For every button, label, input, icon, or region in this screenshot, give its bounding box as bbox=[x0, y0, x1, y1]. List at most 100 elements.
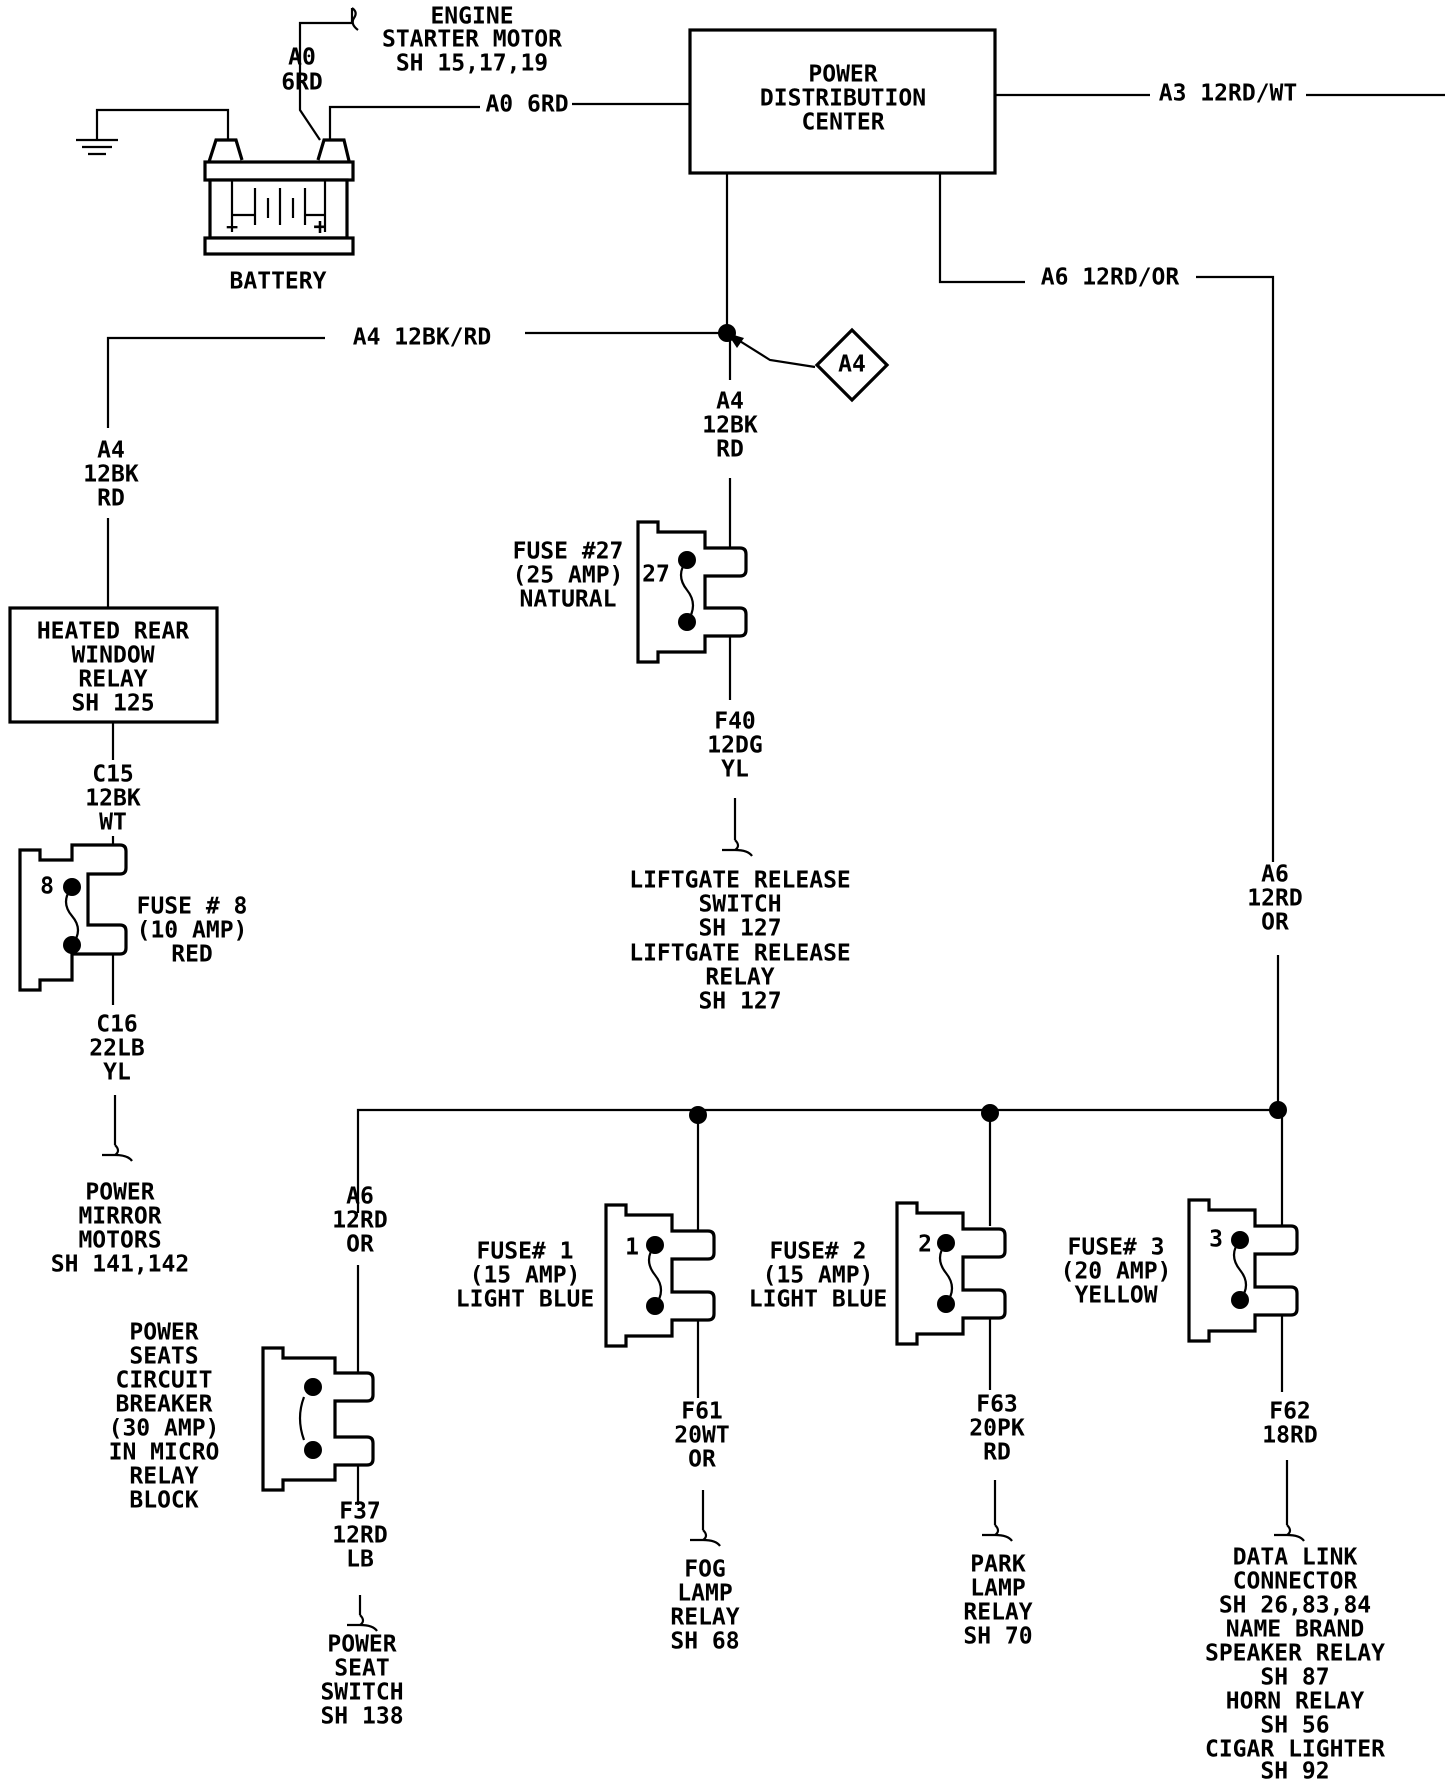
datalink-break-icon bbox=[1274, 1524, 1305, 1542]
pdc-label: POWER DISTRIBUTION CENTER bbox=[760, 62, 926, 136]
park-lamp-relay-label: PARK LAMP RELAY SH 70 bbox=[963, 1552, 1032, 1650]
ground-icon bbox=[76, 138, 118, 156]
svg-text:SH 56: SH 56 bbox=[1260, 1713, 1329, 1739]
svg-text:WT: WT bbox=[99, 810, 127, 836]
svg-text:BREAKER: BREAKER bbox=[116, 1392, 213, 1418]
svg-text:STARTER MOTOR: STARTER MOTOR bbox=[382, 27, 562, 53]
svg-text:HEATED REAR: HEATED REAR bbox=[37, 619, 189, 645]
svg-text:FOG: FOG bbox=[684, 1557, 726, 1583]
svg-text:RD: RD bbox=[97, 486, 125, 512]
svg-text:RELAY: RELAY bbox=[78, 667, 147, 693]
wire-label-f40: F40 12DG YL bbox=[707, 709, 762, 783]
heated-relay-label: HEATED REAR WINDOW RELAY SH 125 bbox=[37, 619, 189, 717]
fuse-2-number: 2 bbox=[918, 1232, 932, 1258]
wire-label-f63: F63 20PK RD bbox=[969, 1392, 1025, 1466]
svg-text:SH 87: SH 87 bbox=[1260, 1665, 1329, 1691]
svg-text:SH 141,142: SH 141,142 bbox=[51, 1252, 189, 1278]
svg-text:POWER: POWER bbox=[129, 1320, 198, 1346]
battery-icon bbox=[203, 138, 355, 256]
wire-label-a4-vertical-left: A4 12BK RD bbox=[83, 438, 139, 512]
svg-text:FUSE# 1: FUSE# 1 bbox=[477, 1239, 574, 1265]
svg-text:YL: YL bbox=[103, 1060, 131, 1086]
svg-text:6RD: 6RD bbox=[281, 70, 323, 96]
wire-label-a6-vertical-right: A6 12RD OR bbox=[1247, 862, 1302, 936]
svg-text:C16: C16 bbox=[96, 1012, 138, 1038]
wire-a4-left-2 bbox=[106, 336, 325, 428]
svg-text:SEAT: SEAT bbox=[334, 1656, 389, 1682]
power-mirror-motors-label: POWER MIRROR MOTORS SH 141,142 bbox=[51, 1180, 189, 1278]
wire-label-a3: A3 12RD/WT bbox=[1159, 81, 1297, 107]
wire-to-starter bbox=[298, 8, 354, 141]
circuit-breaker-icon bbox=[261, 1346, 375, 1492]
svg-text:RELAY: RELAY bbox=[670, 1605, 739, 1631]
svg-text:SH 127: SH 127 bbox=[698, 989, 781, 1015]
svg-text:SPEAKER RELAY: SPEAKER RELAY bbox=[1205, 1641, 1385, 1667]
wires bbox=[76, 7, 1445, 1632]
wire-label-f62: F62 18RD bbox=[1262, 1399, 1317, 1449]
svg-text:12DG: 12DG bbox=[707, 733, 762, 759]
svg-text:F62: F62 bbox=[1269, 1399, 1311, 1425]
svg-text:F61: F61 bbox=[681, 1399, 723, 1425]
wire-a6-top bbox=[938, 170, 1025, 284]
svg-text:SH 15,17,19: SH 15,17,19 bbox=[396, 51, 548, 77]
fuse-1-label: FUSE# 1 (15 AMP) LIGHT BLUE bbox=[456, 1239, 594, 1313]
seat-break-icon bbox=[347, 1614, 378, 1632]
power-seats-circuit-breaker-label: POWER SEATS CIRCUIT BREAKER (30 AMP) IN … bbox=[109, 1320, 220, 1514]
starter-motor-label: ENGINE STARTER MOTOR SH 15,17,19 bbox=[382, 4, 562, 77]
fuse-3-label: FUSE# 3 (20 AMP) YELLOW bbox=[1061, 1235, 1172, 1309]
liftgate-break-icon bbox=[722, 839, 753, 857]
svg-text:YL: YL bbox=[721, 757, 749, 783]
power-distribution-center bbox=[688, 28, 997, 175]
wire-label-a6-vertical-left: A6 12RD OR bbox=[332, 1184, 387, 1258]
splice-a4-diamond: A4 bbox=[814, 327, 890, 403]
fuse-1-icon bbox=[604, 1203, 716, 1348]
svg-text:20WT: 20WT bbox=[674, 1423, 729, 1449]
data-link-connector-label: DATA LINK CONNECTOR SH 26,83,84 NAME BRA… bbox=[1205, 1545, 1385, 1782]
svg-text:12BK: 12BK bbox=[702, 413, 758, 439]
wire-label-a0-inline: A0 6RD bbox=[485, 92, 568, 118]
svg-text:(15 AMP): (15 AMP) bbox=[763, 1263, 874, 1289]
svg-text:(20 AMP): (20 AMP) bbox=[1061, 1259, 1172, 1285]
starter-break-icon bbox=[351, 7, 359, 31]
svg-text:IN MICRO: IN MICRO bbox=[109, 1440, 220, 1466]
svg-text:LB: LB bbox=[346, 1547, 374, 1573]
svg-text:SH 127: SH 127 bbox=[698, 916, 781, 942]
svg-text:DISTRIBUTION: DISTRIBUTION bbox=[760, 86, 926, 112]
svg-text:A6: A6 bbox=[1261, 862, 1289, 888]
park-break-icon bbox=[982, 1524, 1013, 1542]
svg-text:MIRROR: MIRROR bbox=[78, 1204, 161, 1230]
wire-label-c15: C15 12BK WT bbox=[85, 762, 141, 836]
svg-text:LIFTGATE RELEASE: LIFTGATE RELEASE bbox=[629, 868, 851, 894]
svg-text:22LB: 22LB bbox=[89, 1036, 145, 1062]
svg-text:LAMP: LAMP bbox=[677, 1581, 732, 1607]
svg-text:LIGHT BLUE: LIGHT BLUE bbox=[456, 1287, 594, 1313]
fuse-8-number: 8 bbox=[40, 874, 54, 900]
svg-text:CIGAR LIGHTER: CIGAR LIGHTER bbox=[1205, 1737, 1385, 1763]
svg-text:DATA LINK: DATA LINK bbox=[1233, 1545, 1358, 1571]
svg-text:SH 68: SH 68 bbox=[670, 1629, 739, 1655]
svg-text:12RD: 12RD bbox=[332, 1523, 387, 1549]
svg-text:LAMP: LAMP bbox=[970, 1576, 1025, 1602]
svg-text:SH 70: SH 70 bbox=[963, 1624, 1032, 1650]
wire-label-a4-vertical-center: A4 12BK RD bbox=[702, 389, 758, 463]
svg-text:CENTER: CENTER bbox=[801, 110, 884, 136]
svg-text:CIRCUIT: CIRCUIT bbox=[116, 1368, 213, 1394]
battery-plus: + bbox=[313, 215, 326, 240]
wire-label-a0-vertical: A0 6RD bbox=[281, 45, 323, 96]
svg-text:F40: F40 bbox=[714, 709, 756, 735]
svg-text:SH 138: SH 138 bbox=[320, 1704, 403, 1730]
svg-text:F37: F37 bbox=[339, 1499, 381, 1525]
fog-break-icon bbox=[690, 1529, 721, 1547]
svg-text:20PK: 20PK bbox=[969, 1416, 1025, 1442]
svg-text:BLOCK: BLOCK bbox=[129, 1488, 198, 1514]
power-seat-switch-label: POWER SEAT SWITCH SH 138 bbox=[320, 1632, 403, 1730]
ground-wire bbox=[95, 108, 230, 145]
svg-text:FUSE #27: FUSE #27 bbox=[513, 539, 624, 565]
fuse-27-number: 27 bbox=[642, 562, 670, 588]
liftgate-release-label: LIFTGATE RELEASE SWITCH SH 127 LIFTGATE … bbox=[629, 868, 851, 1015]
svg-text:LIGHT BLUE: LIGHT BLUE bbox=[749, 1287, 887, 1313]
svg-text:RED: RED bbox=[171, 942, 213, 968]
fuse-3-number: 3 bbox=[1209, 1227, 1223, 1253]
svg-text:POWER: POWER bbox=[327, 1632, 396, 1658]
